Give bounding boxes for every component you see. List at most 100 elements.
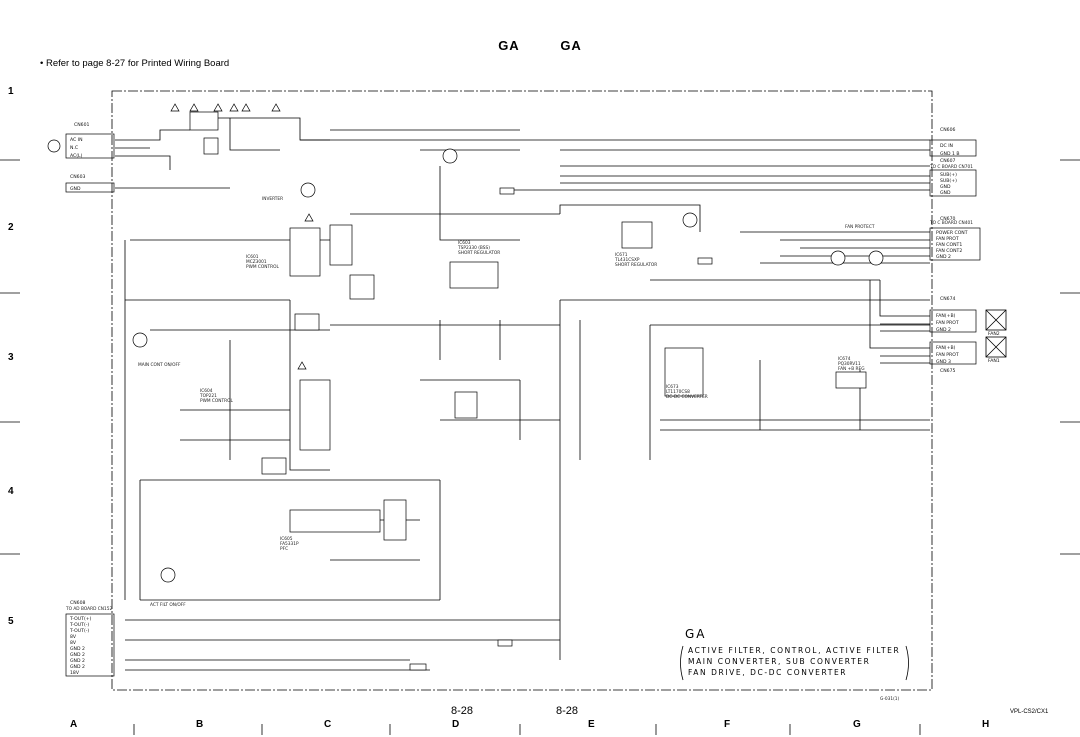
cn674-pin-2: FAN PROT [936,320,959,326]
ic674-chip [835,371,867,389]
col-label-h: H [982,719,990,730]
cn607-pin-3: GND [940,184,951,190]
col-label-c: C [324,719,332,730]
ic605-part: FA5331P [280,541,299,547]
ic673-chip [664,347,704,397]
cn601-pin-2: N.C [70,145,78,151]
cn670-pin-3: FAN CONT1 [936,242,962,248]
board-desc-line-2: MAIN CONVERTER, SUB CONVERTER [688,657,870,666]
col-label-e: E [588,719,595,730]
q603-transistor [132,332,148,348]
block-to-c-cn701: TO C BOARD CN701 [929,164,973,170]
connector-cn607: CN607 SUB(+) SUB(+) GND GND [929,158,977,197]
ic671-ref: IC671 [615,252,628,258]
cn607-pin-2: SUB(+) [940,178,957,184]
page-header: GA GA [0,38,1080,53]
cn606-ref: CN606 [940,127,955,133]
ic-labels: IC601 MCZ3001 PWM CONTROL IC603 TSP2330 … [199,240,865,552]
footer-ref: G-031(1) [880,696,899,702]
ic673-part: LT1170CS8 [666,389,690,395]
col-label-g: G [853,719,861,730]
row-label-1: 1 [8,86,14,97]
q673-transistor [868,250,884,266]
q671-transistor [682,212,698,228]
components [47,111,884,671]
ic605-ref: IC605 [280,536,293,542]
header-left-tag: GA [498,38,520,53]
cn603-ref: CN603 [70,174,85,180]
photocoupler-2 [294,313,320,331]
bridge-rectifier [203,137,219,155]
cn608-pin-6: GND 2 [70,646,85,652]
block-labels: INVERTER MAIN CONT ON/OFF ACT FILT ON/OF… [65,164,973,612]
ac-plug [47,139,61,153]
wiring-board-note: • Refer to page 8-27 for Printed Wiring … [40,58,230,69]
ic603-part: TSP2330 (BSS) [457,245,490,251]
block-fan-protect: FAN PROTECT [845,224,875,230]
board-frame [111,90,933,691]
ic673-note: DC-DC CONVERTER [666,394,708,400]
wires [115,117,930,671]
transformer-t602 [329,224,353,266]
q601-transistor [300,182,316,198]
header-right-tag: GA [560,38,582,53]
cn674-pin-3: GND 2 [936,327,951,333]
board-desc-line-3: FAN DRIVE, DC-DC CONVERTER [688,668,847,677]
rectifier-d615 [454,391,478,419]
test-point-3 [497,639,513,647]
cn607-pin-1: SUB(+) [940,172,957,178]
cn601-pin-1: AC IN [70,137,83,143]
ic674-ref: IC674 [838,356,851,362]
connector-cn606: CN606 DC IN GND 1 B [929,127,977,157]
cn670-pin-2: FAN PROT [936,236,959,242]
connector-cn675: CN675 FAN(+B) FAN PROT GND 3 [929,341,977,374]
page-number-right: 8-28 [556,705,579,717]
cn606-pin-1: DC IN [940,143,953,149]
grid-ticks [0,159,1080,735]
fan1-label: FAN1 [988,358,1000,364]
board-desc-line-1: ACTIVE FILTER, CONTROL, ACTIVE FILTER [688,646,900,655]
fan2-label: FAN2 [988,331,1000,337]
connector-cn674: CN674 FAN(+B) FAN PROT GND 2 [929,296,977,333]
line-filter [189,111,219,131]
ic603-ref: IC603 [458,240,471,246]
block-inverter: INVERTER [262,196,283,202]
ic601-ref: IC601 [246,254,259,260]
cn607-pin-4: GND [940,190,951,196]
cn603-pin-1: GND [70,186,81,192]
caution-marks [170,103,314,370]
cn601-pin-3: AC(L) [70,153,83,159]
col-label-a: A [70,719,78,730]
cn670-pin-5: GND 2 [936,254,951,260]
block-to-ad-cn152: TO AD BOARD CN152 [65,606,112,612]
block-main-cont: MAIN CONT ON/OFF [138,362,181,368]
cn608-pin-4: 8V [70,634,77,640]
cn608-pin-7: GND 2 [70,652,85,658]
cn608-pin-9: GND 2 [70,664,85,670]
q604-transistor [160,567,176,583]
ic671-chip [621,221,653,249]
ic603-note: SHORT REGULATOR [458,250,500,256]
cn675-pin-2: FAN PROT [936,352,959,358]
col-label-b: B [196,719,204,730]
cn670-ref: CN670 [940,216,955,222]
ic604-ref: IC604 [200,388,213,394]
transformer-t601 [289,227,321,277]
photocoupler-3 [261,457,287,475]
ic603-chip [449,261,499,289]
cn675-pin-1: FAN(+B) [936,345,956,351]
ic673-ref: IC673 [666,384,679,390]
cn608-pin-8: GND 2 [70,658,85,664]
cn674-pin-1: FAN(+B) [936,313,956,319]
connector-cn603: CN603 GND [65,174,115,193]
cn675-pin-3: GND 3 [936,359,951,365]
board-name: GA [685,627,707,641]
col-label-d: D [452,719,460,730]
cn608-pin-3: T-OUT(-) [69,628,89,634]
ic605-note: PFC [280,546,288,552]
row-label-3: 3 [8,352,14,363]
board-title-block: GA ACTIVE FILTER, CONTROL, ACTIVE FILTER… [680,627,909,681]
block-to-c-cn401: TO C BOARD CN401 [929,220,973,226]
ic604-part: TOP221 [199,393,217,399]
connector-cn670: CN670 POWER CONT FAN PROT FAN CONT1 FAN … [929,216,981,261]
